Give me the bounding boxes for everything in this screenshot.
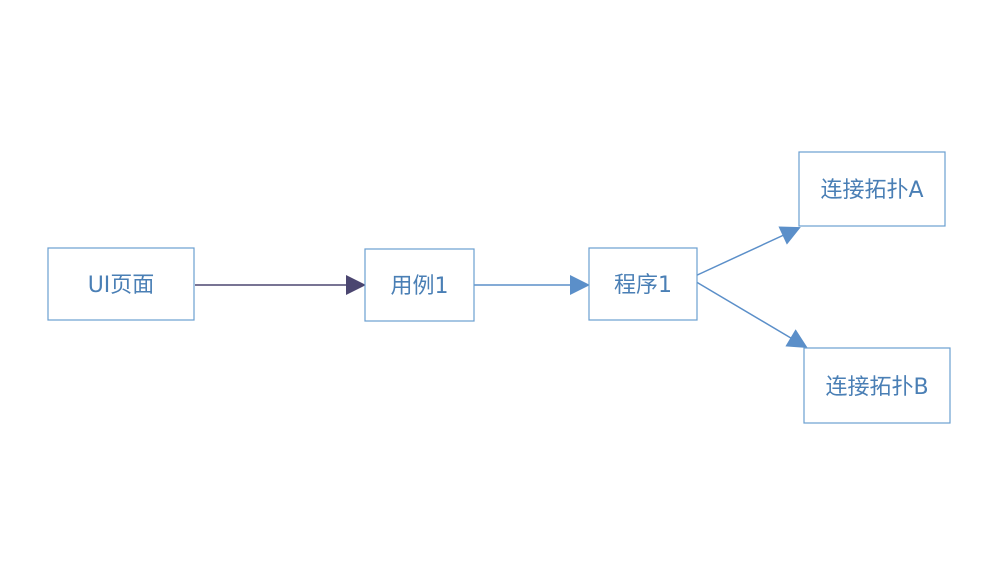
node-use-case-1-label: 用例1 (391, 274, 449, 299)
node-ui-page[interactable]: UI页面 (47, 247, 195, 321)
node-program-1[interactable]: 程序1 (588, 247, 698, 321)
node-use-case-1[interactable]: 用例1 (364, 248, 475, 322)
connector-program-to-topology-b (692, 279, 808, 349)
node-topology-a[interactable]: 连接拓扑A (798, 151, 946, 227)
node-program-1-label: 程序1 (614, 273, 672, 298)
node-topology-a-label: 连接拓扑A (820, 178, 923, 203)
node-ui-page-label: UI页面 (88, 273, 155, 298)
connector-program-to-topology-a (692, 226, 801, 278)
node-topology-b[interactable]: 连接拓扑B (803, 347, 951, 424)
node-topology-b-label: 连接拓扑B (825, 375, 928, 400)
